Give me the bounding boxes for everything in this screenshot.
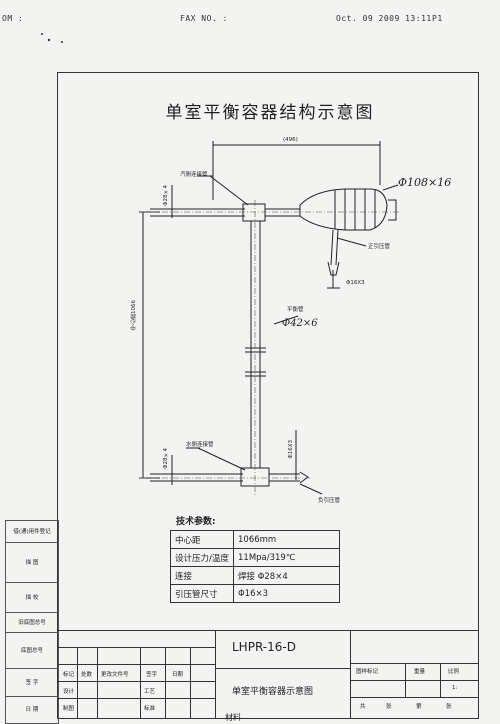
spec-value: 1066mm — [233, 530, 340, 549]
fax-page: P1 — [432, 14, 443, 23]
label-negative-tube: 负引压管 — [318, 498, 341, 504]
fax-number-label: FAX NO. : — [180, 14, 228, 23]
tb-header: 签字 — [146, 672, 158, 678]
side-cell: 借(通)用件登记 — [5, 520, 59, 543]
dim-28x4-top: Φ28×4 — [163, 185, 169, 206]
dim-16x3-top: Φ16X3 — [346, 280, 365, 286]
spec-label: 连接 — [170, 566, 234, 585]
label-pressure-tube: 正引压管 — [368, 244, 391, 250]
specs-row: 连接 焊接 Φ28×4 — [170, 566, 340, 585]
scale-value: 1: — [452, 685, 458, 691]
drawing-frame — [57, 72, 479, 719]
side-cell: 签 字 — [5, 668, 59, 697]
sheet-label: 张 — [446, 704, 452, 710]
tb-role: 设计 — [63, 689, 75, 695]
label-water-connection: 水侧连接管 — [186, 442, 214, 448]
label-balance-tube: 平衡管 — [287, 307, 304, 313]
label-steam-connection: 汽侧连接管 — [180, 172, 208, 178]
scan-specks — [40, 30, 66, 44]
title-block — [57, 630, 478, 719]
side-cell: 描 图 — [5, 542, 59, 583]
drawing-title: 单室平衡容器结构示意图 — [165, 103, 375, 123]
sheet-label: 张 — [386, 704, 392, 710]
dim-vessel-diameter: Φ108×16 — [398, 176, 452, 189]
side-cell: 描 校 — [5, 582, 59, 613]
tb-role: 工艺 — [144, 689, 156, 695]
spec-value: 11Mpa/319℃ — [233, 548, 340, 567]
dim-top-width: (496) — [283, 137, 298, 143]
spec-value: Φ16×3 — [233, 584, 340, 603]
fax-from-label: OM : — [2, 14, 24, 23]
tb-role: 标准 — [144, 706, 156, 712]
tb-header: 标记 — [63, 672, 75, 678]
tb-header: 更改文件号 — [101, 672, 129, 678]
stage-header: 重量 — [414, 669, 426, 675]
specs-row: 中心距 1066mm — [170, 530, 340, 549]
dim-28x4-bottom: Φ28×4 — [163, 448, 169, 469]
spec-label: 中心距 — [170, 530, 234, 549]
specs-table: 中心距 1066mm 设计压力/温度 11Mpa/319℃ 连接 焊接 Φ28×… — [170, 530, 340, 603]
material-label: 材料 — [225, 713, 241, 722]
specs-heading: 技术参数: — [176, 517, 216, 527]
side-cell: 旧底图总号 — [5, 612, 59, 633]
spec-value: 焊接 Φ28×4 — [233, 566, 340, 585]
sheet-label: 第 — [416, 704, 422, 710]
stage-header: 比例 — [448, 669, 460, 675]
model-number: LHPR-16-D — [232, 640, 296, 654]
side-cell: 日 期 — [5, 696, 59, 724]
tb-header: 日期 — [172, 672, 184, 678]
dim-16x3-bottom: Φ16X3 — [288, 440, 294, 459]
specs-row: 设计压力/温度 11Mpa/319℃ — [170, 548, 340, 567]
sheet-label: 共 — [360, 704, 366, 710]
fax-datetime: Oct. 09 2009 13:11 — [336, 14, 432, 23]
drawing-name: 单室平衡容器示意图 — [232, 687, 314, 697]
side-cell: 底图总号 — [5, 632, 59, 669]
tb-header: 处数 — [81, 672, 93, 678]
stage-header: 图样标记 — [356, 669, 379, 675]
dim-center-distance: 中心距1066 — [131, 300, 137, 331]
tb-role: 制图 — [63, 706, 75, 712]
specs-row: 引压管尺寸 Φ16×3 — [170, 584, 340, 603]
spec-label: 设计压力/温度 — [170, 548, 234, 567]
dim-42x6: Φ42×6 — [282, 318, 318, 329]
spec-label: 引压管尺寸 — [170, 584, 234, 603]
